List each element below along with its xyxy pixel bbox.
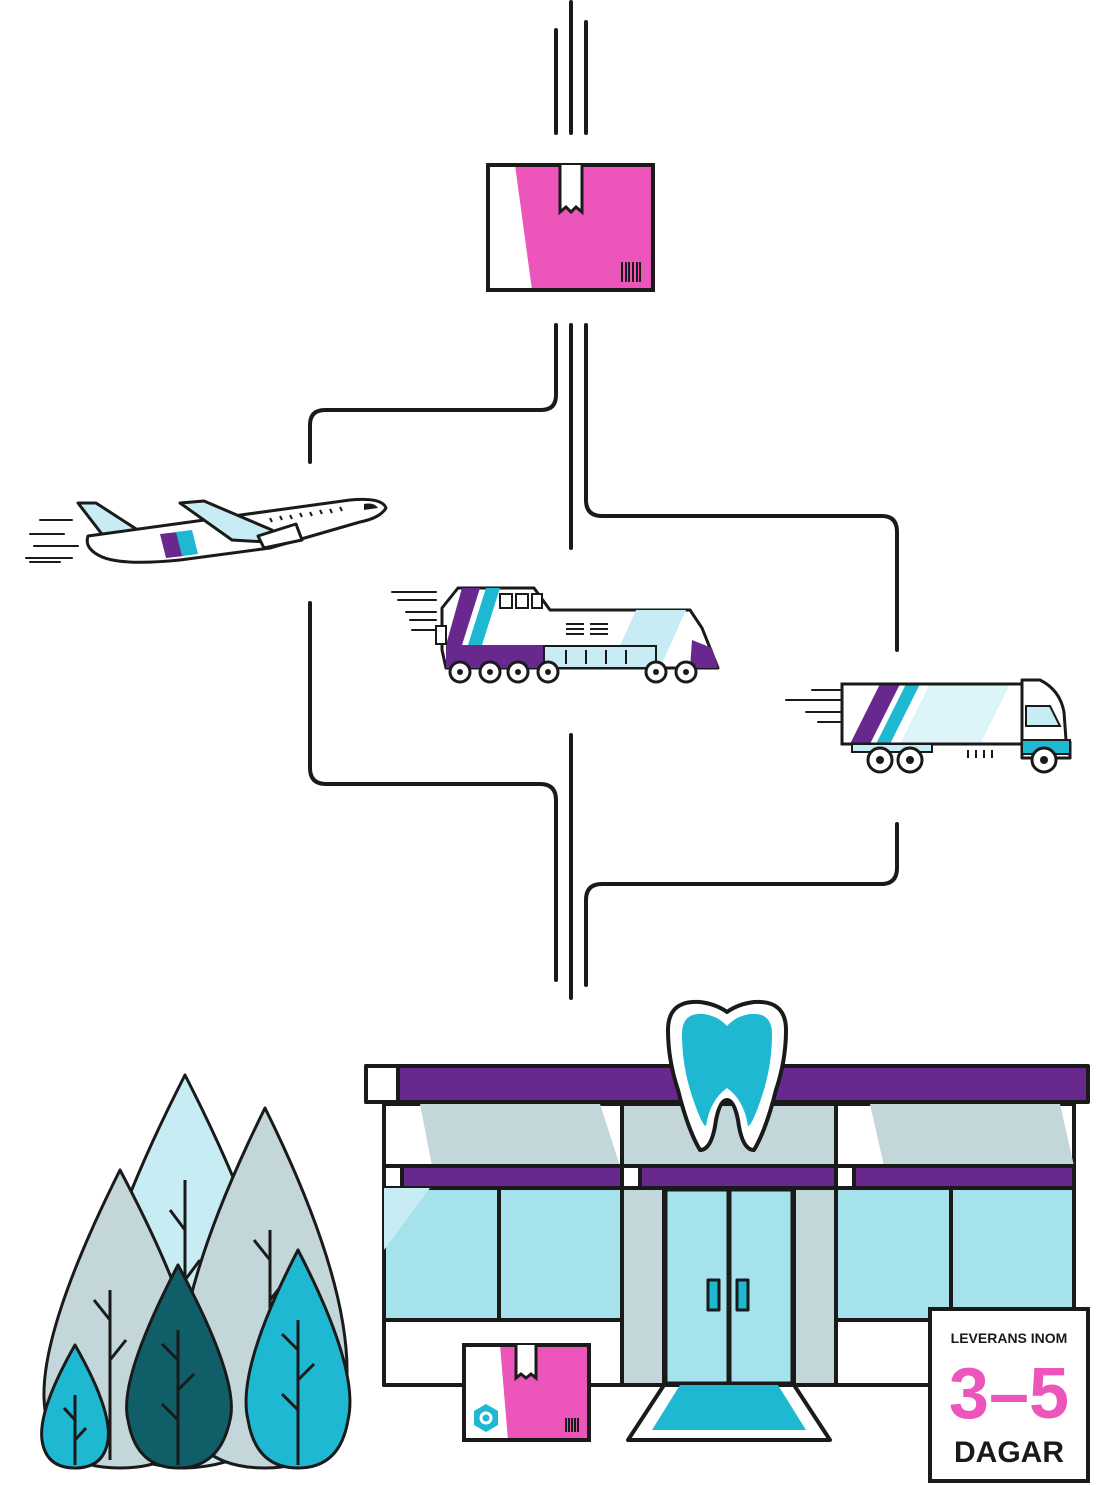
route-lines (308, 323, 899, 1000)
delivered-package-icon (462, 1343, 591, 1442)
barcode-icon (621, 262, 641, 282)
sign-range: 3–5 (949, 1354, 1069, 1434)
sign-unit: DAGAR (954, 1436, 1064, 1469)
sign-line1: LEVERANS INOM (951, 1330, 1068, 1346)
train-icon (391, 586, 720, 684)
delivery-time-sign: LEVERANS INOM 3–5 DAGAR (928, 1307, 1090, 1483)
package-icon (486, 163, 655, 292)
truck-icon (785, 678, 1072, 774)
airplane-icon (25, 497, 388, 564)
brand-logo-icon (474, 1404, 498, 1432)
incoming-lines (554, 0, 588, 135)
trees-illustration (40, 1073, 352, 1470)
barcode-icon (565, 1418, 579, 1432)
tooth-icon (666, 999, 788, 1152)
